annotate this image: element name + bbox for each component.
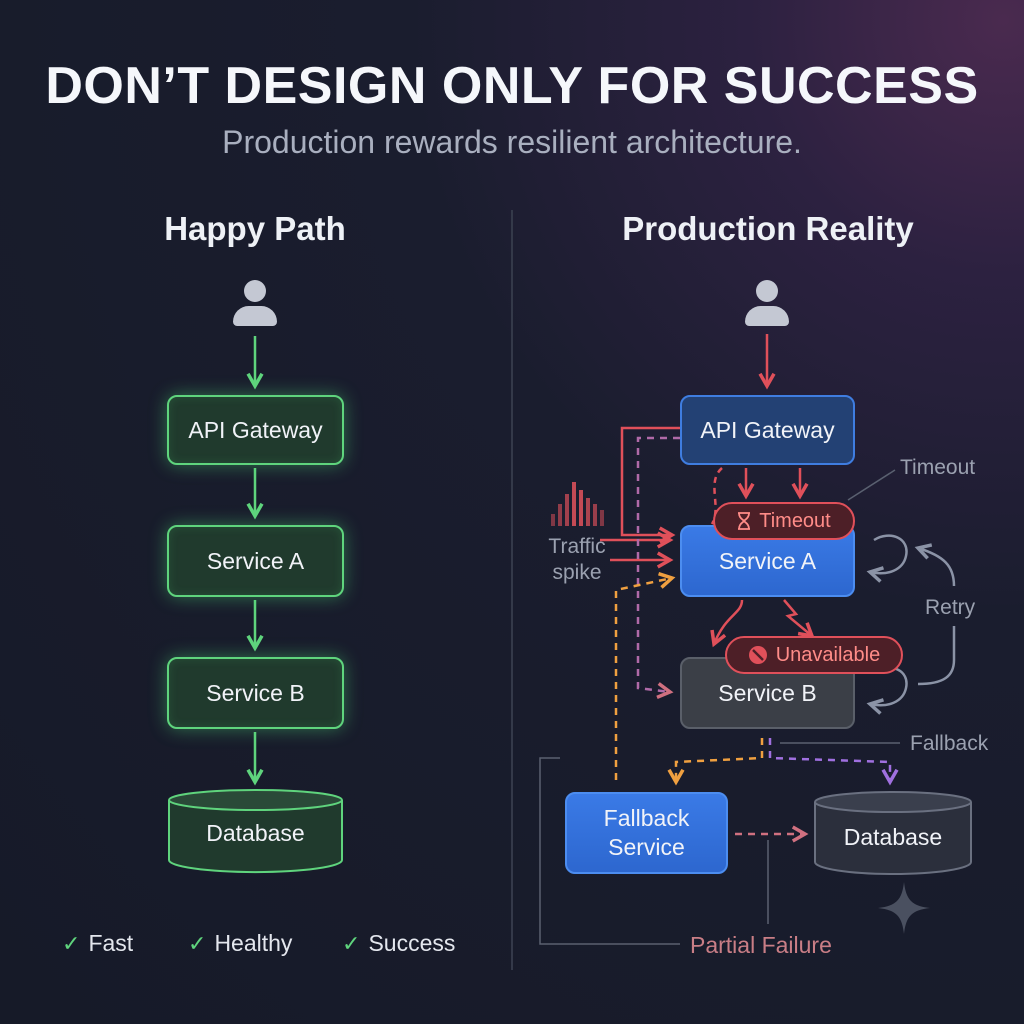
happy-database-label: Database bbox=[206, 820, 305, 846]
sparkle-icon bbox=[878, 882, 930, 934]
unavailable-badge: Unavailable bbox=[725, 636, 903, 674]
no-entry-icon bbox=[748, 646, 767, 664]
unavailable-badge-label: Unavailable bbox=[775, 643, 881, 666]
fallback-service-node[interactable]: Fallback Service bbox=[565, 792, 728, 874]
database-cylinder-shape bbox=[168, 789, 343, 874]
traffic-spike-label: Traffic spike bbox=[544, 534, 610, 586]
traffic-label-line2: spike bbox=[552, 561, 602, 584]
prod-database-node[interactable]: Database bbox=[813, 790, 973, 876]
check-fast: ✓ Fast bbox=[62, 930, 133, 957]
failure-arrows bbox=[600, 334, 812, 644]
check-icon: ✓ bbox=[188, 930, 207, 956]
check-healthy: ✓ Healthy bbox=[188, 930, 292, 957]
timeout-label: Timeout bbox=[900, 456, 976, 479]
check-icon: ✓ bbox=[62, 930, 81, 956]
check-success: ✓ Success bbox=[342, 930, 455, 957]
check-success-label: Success bbox=[368, 930, 456, 956]
prod-api-gateway-node[interactable]: API Gateway bbox=[680, 395, 855, 465]
hourglass-icon bbox=[738, 512, 751, 530]
fallback-service-line1: Fallback bbox=[603, 805, 690, 831]
fallback-label: Fallback bbox=[910, 732, 989, 755]
traffic-bars-icon bbox=[551, 482, 604, 526]
check-icon: ✓ bbox=[342, 930, 361, 956]
happy-api-gateway-node[interactable]: API Gateway bbox=[167, 395, 344, 465]
retry-label: Retry bbox=[925, 596, 976, 619]
user-icon bbox=[745, 280, 789, 326]
traffic-label-line1: Traffic bbox=[548, 535, 606, 558]
check-fast-label: Fast bbox=[88, 930, 134, 956]
happy-database-node[interactable]: Database bbox=[167, 788, 344, 874]
retry-reroute-paths bbox=[636, 436, 890, 782]
fallback-service-line2: Service bbox=[608, 834, 685, 860]
callout-lines bbox=[539, 469, 900, 945]
production-reality-heading: Production Reality bbox=[622, 210, 914, 247]
happy-path-heading: Happy Path bbox=[164, 210, 346, 247]
happy-service-a-node[interactable]: Service A bbox=[167, 525, 344, 597]
prod-database-label: Database bbox=[843, 824, 943, 850]
retry-icons bbox=[870, 534, 956, 706]
page-subtitle: Production rewards resilient architectur… bbox=[222, 124, 802, 160]
timeout-badge: Timeout bbox=[713, 502, 855, 540]
section-divider bbox=[511, 210, 513, 970]
partial-failure-label: Partial Failure bbox=[690, 932, 832, 958]
check-healthy-label: Healthy bbox=[214, 930, 293, 956]
user-icon bbox=[233, 280, 277, 326]
timeout-badge-label: Timeout bbox=[759, 509, 831, 532]
happy-service-b-node[interactable]: Service B bbox=[167, 657, 344, 729]
page-title: DON’T DESIGN ONLY FOR SUCCESS bbox=[45, 57, 979, 115]
database-cylinder-shape bbox=[814, 791, 972, 875]
